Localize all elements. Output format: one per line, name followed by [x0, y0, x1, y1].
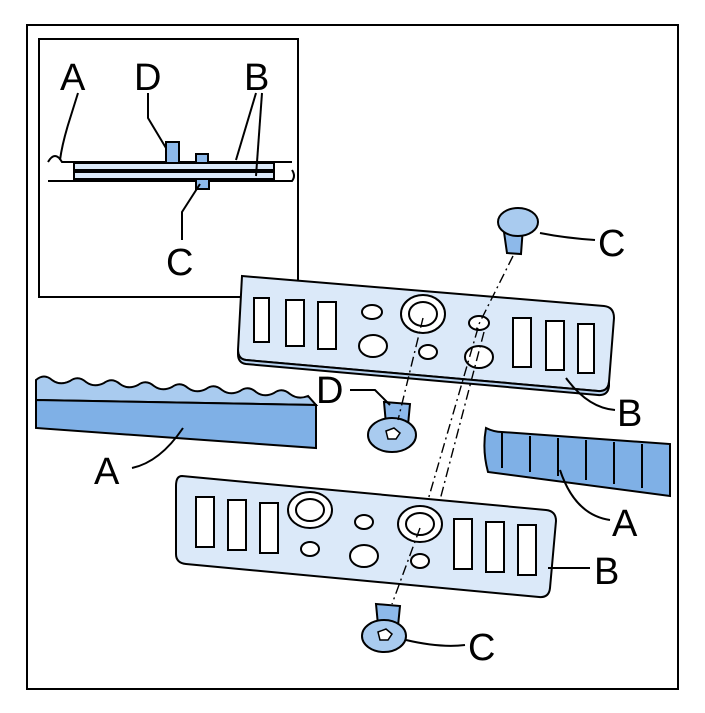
lower-plate-slot-4 [453, 518, 473, 570]
inset-label-a: A [60, 57, 86, 99]
screw-c-bottom-hex-socket [377, 628, 393, 641]
upper-plate-hole-large-1 [358, 334, 388, 358]
lower-plate-hole-small-2 [354, 514, 374, 530]
label-upper-plate-b: B [617, 393, 642, 435]
axis-top-screw [475, 255, 514, 331]
axis-middle-1 [427, 327, 479, 501]
upper-plate-hole-small-2 [418, 344, 438, 360]
label-left-rack-a: A [94, 451, 120, 493]
upper-plate-slot-4 [512, 317, 532, 368]
screw-c-bottom [361, 602, 407, 653]
lower-plate-hole-large [349, 544, 379, 568]
lower-plate-hole-small-3 [410, 553, 430, 569]
left-rack-a [35, 375, 319, 450]
upper-plate-slot-2 [285, 299, 305, 347]
lower-plate-hole-left-inner [295, 498, 325, 522]
upper-plate-b [236, 274, 616, 397]
left-rack-body [35, 398, 317, 450]
inset-label-d: D [134, 57, 161, 99]
screw-d-hex-socket [385, 427, 401, 440]
upper-plate-hole-center-inner [408, 301, 438, 327]
lower-plate-slot-5 [485, 521, 505, 573]
label-screw-d: D [316, 370, 343, 412]
inset-leader-b1 [235, 92, 257, 161]
inset-pin-d [165, 141, 180, 164]
leader-upper-b [565, 377, 616, 411]
upper-plate-slot-5 [545, 320, 565, 371]
inset-label-b: B [244, 57, 269, 99]
upper-plate-hole-large-2 [464, 345, 494, 369]
screw-c-top [497, 207, 539, 256]
upper-plate-edge [237, 349, 610, 397]
lower-plate-b [175, 474, 558, 599]
leader-right-a [559, 469, 611, 521]
right-rack-a [483, 426, 671, 498]
axis-middle-2 [439, 331, 485, 501]
upper-plate-hole-small-1 [361, 304, 383, 320]
inset-leader-a [59, 92, 79, 161]
inset-rack-bottom-line [48, 169, 295, 182]
lower-plate-slot-2 [227, 499, 247, 551]
lower-plate-slot-6 [517, 524, 537, 576]
lower-plate-slot-3 [259, 502, 279, 554]
upper-plate-slot-6 [577, 323, 595, 374]
screw-d [367, 400, 417, 453]
left-rack-teeth [35, 375, 319, 407]
label-lower-plate-b: B [594, 551, 619, 593]
axis-screw-d [397, 317, 424, 421]
leader-left-a [131, 427, 184, 469]
upper-plate-slot-3 [317, 301, 337, 350]
inset-pin-top [195, 153, 209, 164]
label-top-screw-c: C [598, 223, 625, 265]
inset-leader-c [181, 183, 201, 240]
leader-d [350, 389, 391, 406]
lower-plate-hole-small-1 [300, 541, 320, 557]
upper-plate-slot-1 [253, 297, 270, 343]
label-right-rack-a: A [612, 503, 638, 545]
inset-pin-c [195, 178, 210, 190]
right-rack-teeth [501, 432, 643, 488]
leader-bottom-c [405, 639, 466, 647]
inset-rack-top-line [47, 155, 292, 163]
inset-label-c: C [166, 242, 193, 284]
lower-plate-slot-1 [195, 496, 215, 548]
inset-leader-b2 [255, 92, 263, 177]
inset-cross-section: A D B C [38, 38, 299, 298]
inset-plate-lower [73, 171, 275, 180]
inset-leader-d [147, 93, 167, 149]
label-bottom-screw-c: C [468, 627, 495, 669]
inset-plate-upper [73, 162, 275, 171]
axis-bottom-screw [391, 527, 421, 605]
screw-c-top-head [497, 207, 539, 237]
leader-top-c [539, 232, 596, 241]
lower-plate-hole-right-inner [405, 512, 435, 536]
